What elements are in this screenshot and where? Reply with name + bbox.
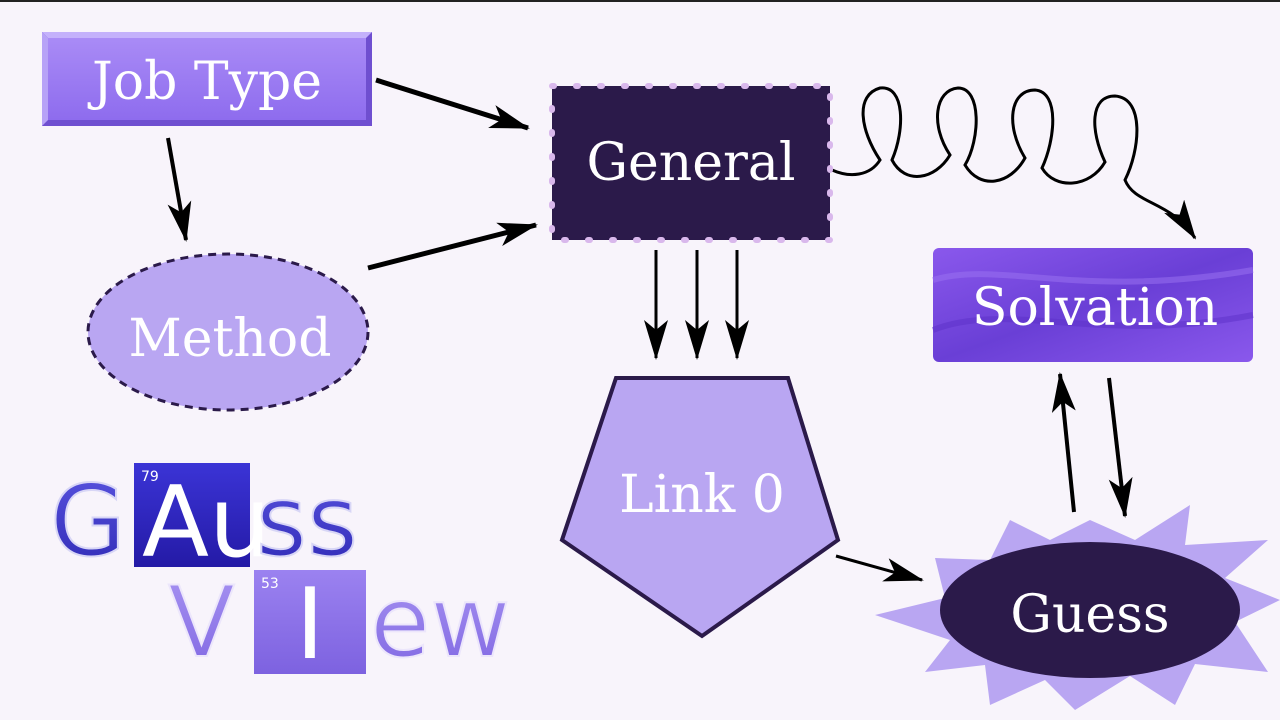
arrow-jobtype-to-method: [166, 137, 192, 242]
top-border-line: [0, 0, 1280, 2]
node-link0-label: Link 0: [619, 465, 785, 525]
arrow-general-to-solvation-coil: [831, 86, 1197, 240]
node-general: General: [549, 83, 833, 243]
node-guess: Guess: [875, 505, 1280, 710]
node-link0: Link 0: [559, 376, 841, 639]
node-solvation: Solvation: [931, 248, 1254, 362]
logo-i-number: 53: [261, 576, 279, 592]
arrow-link0-to-guess: [835, 554, 924, 582]
connector-arrows: [166, 77, 1197, 582]
logo-letter-v: V: [168, 566, 235, 680]
logo-au-symbol: Au: [142, 466, 271, 580]
node-solvation-label: Solvation: [972, 278, 1218, 338]
gaussview-logo: G 79 Au ss V 53 I ew: [49, 463, 511, 682]
logo-au-tile: [134, 463, 250, 567]
arrow-guess-to-solvation: [1051, 372, 1076, 513]
node-job-type-label: Job Type: [87, 52, 322, 112]
arrow-method-to-general: [367, 222, 538, 271]
logo-letters-ew: ew: [370, 566, 510, 680]
node-method: Method: [86, 252, 370, 412]
node-job-type: Job Type: [42, 32, 372, 126]
arrow-jobtype-to-general: [375, 77, 530, 131]
logo-i-symbol: I: [296, 568, 325, 682]
node-guess-label: Guess: [1010, 585, 1169, 645]
logo-i-tile: [254, 570, 366, 674]
logo-au-number: 79: [141, 469, 159, 485]
node-general-label: General: [586, 133, 795, 193]
logo-letter-g: G: [50, 465, 126, 579]
node-method-label: Method: [129, 309, 332, 369]
arrow-solvation-to-guess: [1107, 377, 1133, 518]
logo-letters-ss: ss: [256, 465, 358, 579]
